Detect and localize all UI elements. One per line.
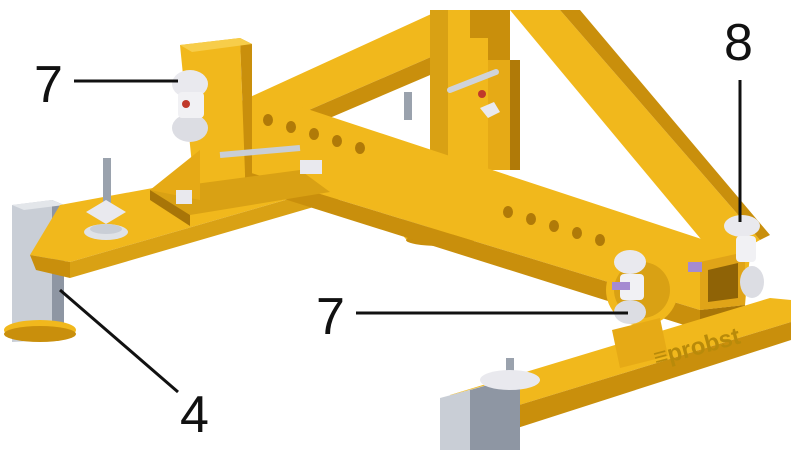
leader-lines [59,79,742,394]
front-crossbar: ≡probst [450,298,791,440]
callout-7-middle: 7 [316,288,345,346]
left-clamp-bracket [150,38,330,226]
rear-bolt [404,92,412,120]
central-column [430,10,520,170]
callout-labels: 7 8 7 4 [34,14,753,444]
callout-7-top-left: 7 [34,56,63,114]
callout-8-top-right: 8 [724,14,753,72]
leader-bottom-left [59,288,179,394]
beam-holes [263,114,605,246]
callout-4-bottom-left: 4 [180,386,209,444]
wing-nut-top-left [172,70,208,142]
wing-nut-right [724,215,764,298]
right-diagonal-tube [510,10,770,262]
front-steel-post [440,358,540,450]
front-clamp [606,250,678,326]
